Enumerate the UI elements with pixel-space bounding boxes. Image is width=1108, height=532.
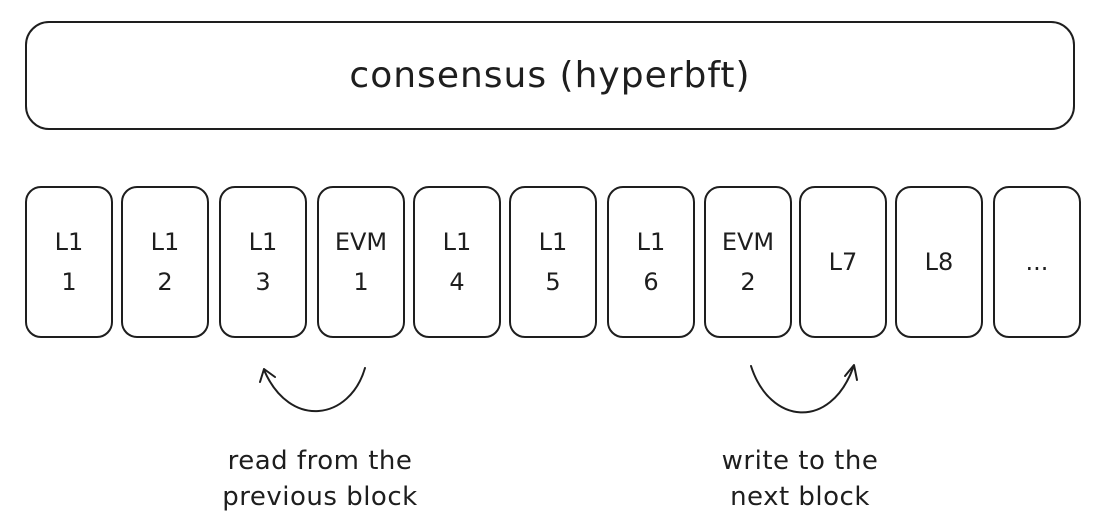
consensus-label: consensus (hyperbft)	[349, 55, 751, 96]
read-caption: read from the previous block	[190, 443, 450, 515]
block-number-label: 2	[740, 268, 756, 296]
block-type-label: L1	[150, 228, 180, 256]
block-number-label: 1	[353, 268, 369, 296]
read-caption-line-1: read from the	[227, 446, 413, 476]
block-l7: L7	[799, 186, 887, 338]
block-number-label: 1	[61, 268, 77, 296]
block-evm-2: EVM 2	[704, 186, 792, 338]
block-l1-3: L1 3	[219, 186, 307, 338]
block-number-label: 6	[643, 268, 659, 296]
block-evm-1: EVM 1	[317, 186, 405, 338]
write-caption-line-2: next block	[730, 482, 870, 512]
block-type-label: L7	[828, 248, 858, 276]
block-type-label: L8	[924, 248, 954, 276]
block-type-label: L1	[54, 228, 84, 256]
block-l1-5: L1 5	[509, 186, 597, 338]
block-number-label: 3	[255, 268, 271, 296]
write-caption: write to the next block	[680, 443, 920, 515]
read-caption-line-2: previous block	[222, 482, 418, 512]
block-l1-6: L1 6	[607, 186, 695, 338]
block-more: ...	[993, 186, 1081, 338]
consensus-layer-box: consensus (hyperbft)	[25, 21, 1075, 130]
write-arrow	[750, 365, 854, 414]
write-arrow-head-icon	[844, 364, 858, 381]
block-l1-1: L1 1	[25, 186, 113, 338]
block-l1-2: L1 2	[121, 186, 209, 338]
block-number-label: 4	[449, 268, 465, 296]
block-number-label: 2	[157, 268, 173, 296]
block-l1-4: L1 4	[413, 186, 501, 338]
read-arrow-head-icon	[259, 368, 276, 383]
block-type-label: EVM	[334, 228, 388, 256]
block-l8: L8	[895, 186, 983, 338]
block-type-label: L1	[538, 228, 568, 256]
block-type-label: L1	[442, 228, 472, 256]
block-number-label: 5	[545, 268, 561, 296]
block-type-label: L1	[248, 228, 278, 256]
read-arrow	[263, 367, 366, 412]
block-type-label: ...	[1025, 248, 1049, 276]
write-caption-line-1: write to the	[721, 446, 879, 476]
block-type-label: EVM	[721, 228, 775, 256]
block-type-label: L1	[636, 228, 666, 256]
